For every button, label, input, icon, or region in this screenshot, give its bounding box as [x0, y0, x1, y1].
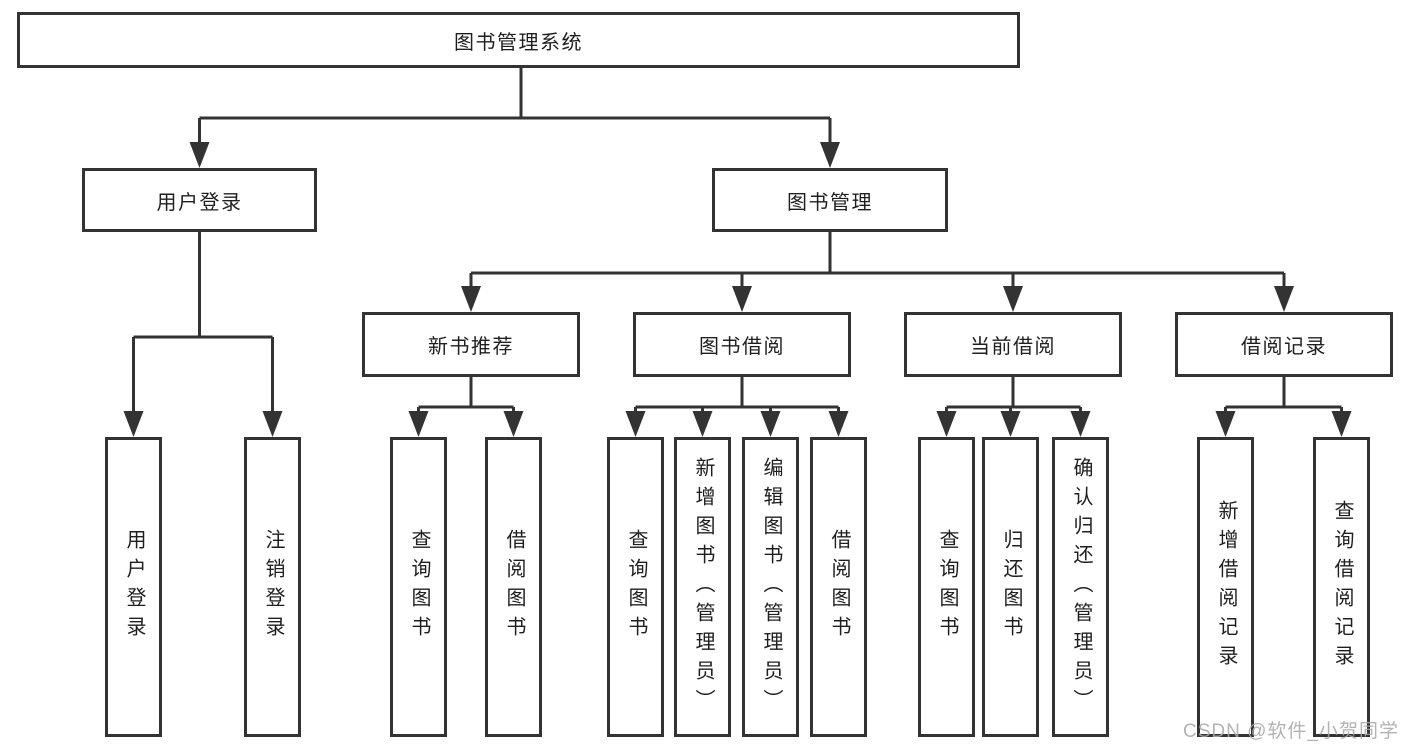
leaf-user-login: 用户登录	[105, 437, 162, 737]
leaf-logout: 注销登录	[244, 437, 301, 737]
node-user-login: 用户登录	[82, 168, 317, 232]
node-borrowing-records: 借阅记录	[1175, 312, 1393, 377]
leaf-return-book: 归还图书	[982, 437, 1039, 737]
leaf-query-books-2: 查询图书	[607, 437, 664, 737]
leaf-query-borrow-record: 查询借阅记录	[1313, 437, 1370, 737]
leaf-borrow-books-1: 借阅图书	[485, 437, 542, 737]
node-new-book-recommendation: 新书推荐	[362, 312, 580, 377]
leaf-edit-book-admin: 编辑图书（管理员）	[742, 437, 799, 737]
node-book-management: 图书管理	[712, 168, 948, 232]
leaf-borrow-books-2: 借阅图书	[810, 437, 867, 737]
node-current-borrowing: 当前借阅	[904, 312, 1122, 377]
leaf-add-book-admin: 新增图书（管理员）	[674, 437, 731, 737]
arrowhead-icons	[123, 142, 1352, 437]
leaf-query-books-3: 查询图书	[918, 437, 975, 737]
csdn-watermark: CSDN @软件_小贺同学	[1183, 721, 1399, 742]
leaf-add-borrow-record: 新增借阅记录	[1197, 437, 1254, 737]
node-root-library-management-system: 图书管理系统	[17, 12, 1020, 68]
leaf-query-books-1: 查询图书	[390, 437, 447, 737]
node-book-borrowing: 图书借阅	[633, 312, 851, 377]
leaf-confirm-return-admin: 确认归还（管理员）	[1052, 437, 1109, 737]
